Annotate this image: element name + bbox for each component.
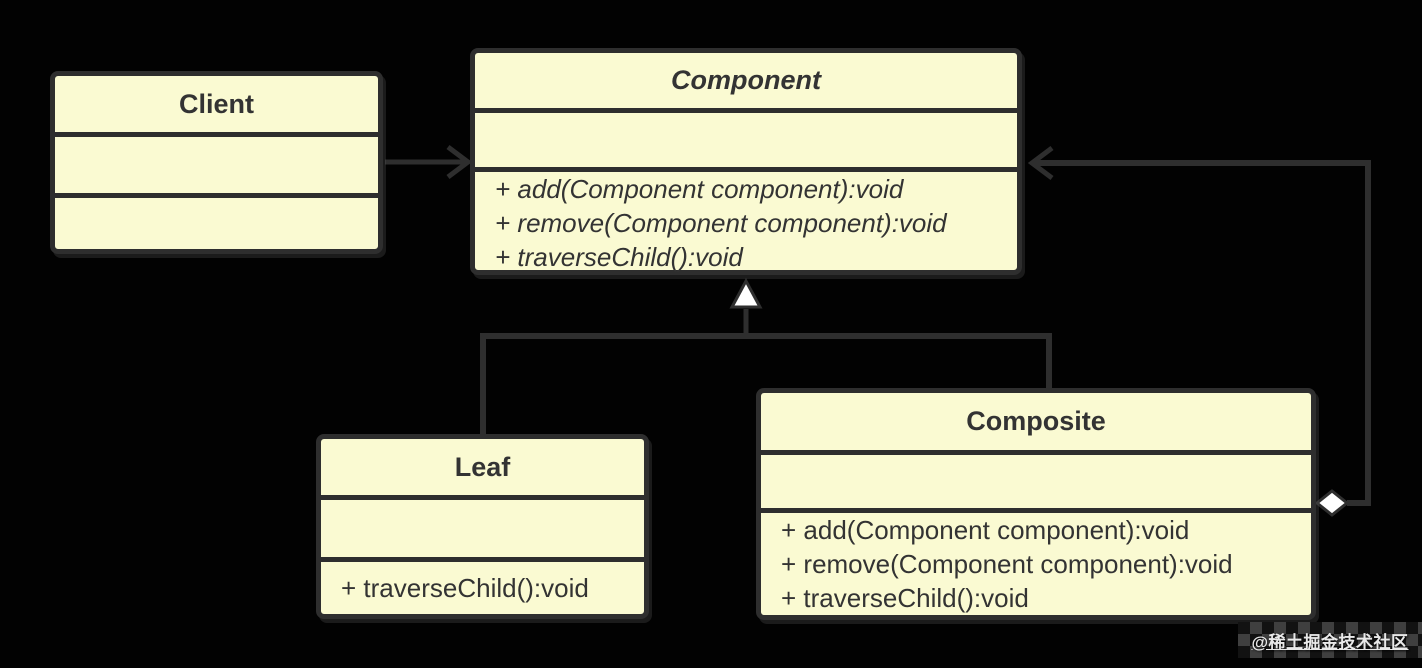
methods-compartment: + traverseChild():void — [321, 562, 644, 614]
hollow-diamond-icon — [1314, 489, 1350, 517]
method-line: + add(Component component):void — [495, 174, 904, 204]
method-line: + traverseChild():void — [495, 242, 743, 272]
method-line: + remove(Component component):void — [495, 208, 947, 238]
method-line: + traverseChild():void — [781, 583, 1029, 613]
method-line: + remove(Component component):void — [781, 549, 1233, 579]
class-title: Leaf — [321, 439, 644, 500]
class-box-composite: Composite + add(Component component):voi… — [756, 388, 1316, 620]
method-line: + add(Component component):void — [781, 515, 1190, 545]
class-title: Client — [55, 76, 378, 137]
class-title: Component — [475, 53, 1017, 113]
hollow-triangle-icon — [729, 277, 763, 309]
method-line: + traverseChild():void — [341, 573, 589, 603]
methods-compartment — [55, 198, 378, 249]
class-box-client: Client — [50, 71, 383, 254]
class-box-leaf: Leaf + traverseChild():void — [316, 434, 649, 619]
watermark-text: @稀土掘金技术社区 — [1251, 632, 1409, 652]
methods-compartment: + add(Component component):void + remove… — [761, 513, 1311, 615]
open-arrow-icon — [1027, 146, 1054, 180]
class-box-component: Component + add(Component component):voi… — [470, 48, 1022, 275]
class-title: Composite — [761, 393, 1311, 455]
attributes-compartment — [761, 455, 1311, 513]
watermark: @稀土掘金技术社区 — [1238, 622, 1422, 658]
association-client-component — [385, 145, 473, 179]
methods-compartment: + add(Component component):void + remove… — [475, 172, 1017, 274]
attributes-compartment — [55, 137, 378, 198]
attributes-compartment — [321, 500, 644, 562]
open-arrow-icon — [446, 145, 473, 179]
attributes-compartment — [475, 113, 1017, 172]
